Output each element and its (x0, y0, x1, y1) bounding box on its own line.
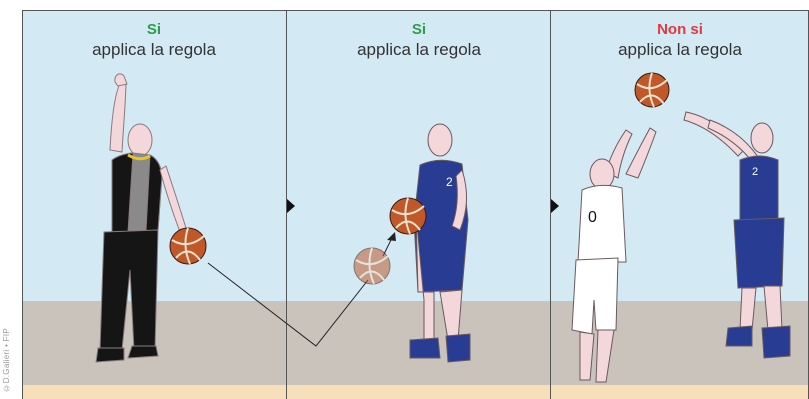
ball-panel-2-ghost (354, 248, 390, 284)
panel-3-rule-text: applica la regola (551, 40, 809, 60)
jersey-number-0: 0 (588, 209, 597, 226)
ball-panel-1 (170, 228, 206, 264)
panel-1-verdict: Si (22, 20, 286, 40)
panel-2-rule-text: applica la regola (287, 40, 551, 60)
ball-panel-3 (635, 73, 669, 107)
panel-3-verdict: Non si (551, 20, 809, 40)
ball-panel-2 (390, 198, 426, 234)
photo-credit: ©D.Galieri • FIP (2, 328, 11, 393)
jersey-number-2a: 2 (446, 175, 453, 189)
panel-2-verdict: Si (287, 20, 551, 40)
jersey-number-2b: 2 (752, 166, 758, 178)
panel-1-caption: Si applica la regola (22, 20, 286, 60)
panel-2-caption: Si applica la regola (287, 20, 551, 60)
panel-3-caption: Non si applica la regola (551, 20, 809, 60)
panel-1-rule-text: applica la regola (22, 40, 286, 60)
